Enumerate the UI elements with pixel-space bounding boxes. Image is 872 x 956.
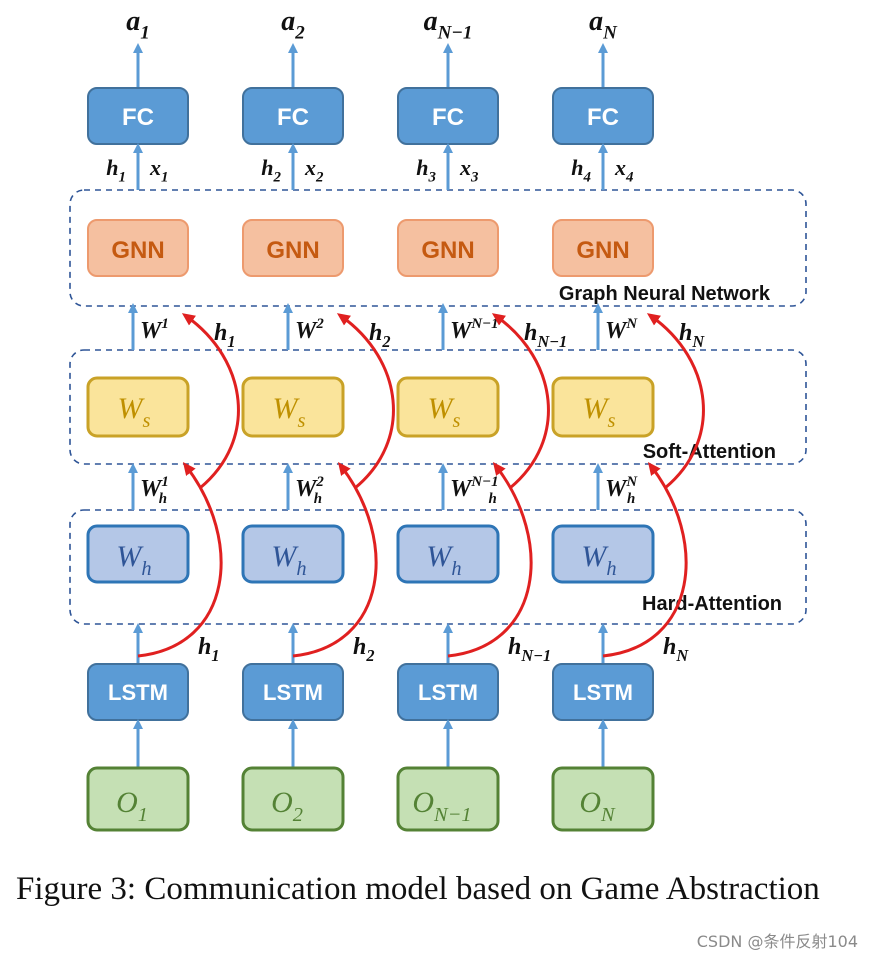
fc-x-input-label: x2	[304, 155, 324, 186]
wh-label: Wh	[271, 540, 306, 580]
communication-model-diagram: Graph Neural Network Soft-Attention Hard…	[69, 6, 807, 832]
observation-box	[396, 766, 500, 832]
soft-to-gnn-red-arrow	[646, 313, 705, 490]
gnn-w-input-label: WN	[605, 316, 638, 344]
wh-box	[86, 524, 190, 584]
fc-h-input-label: h2	[261, 155, 281, 186]
observation-label: O1	[116, 786, 148, 826]
lstm-label: LSTM	[573, 680, 633, 705]
soft-to-gnn-red-arrow	[181, 313, 240, 490]
ws-box	[396, 376, 500, 438]
fc-h-input-label: h4	[571, 155, 591, 186]
wh-box	[551, 524, 655, 584]
ws-label: Ws	[118, 392, 151, 432]
gnn-h-input-label: hN	[679, 320, 705, 351]
wh-label: Wh	[116, 540, 151, 580]
output-label: aN−1	[424, 6, 473, 43]
watermark: CSDN @条件反射104	[696, 932, 858, 951]
output-label: aN	[589, 6, 618, 43]
soft-to-gnn-red-arrow	[491, 313, 550, 490]
wh-label: Wh	[581, 540, 616, 580]
gnn-h-input-label: h2	[369, 320, 391, 351]
hard-to-soft-red-arrow	[602, 462, 688, 658]
fc-h-input-label: h1	[106, 155, 126, 186]
lstm-h-output-label: h1	[198, 634, 220, 665]
lstm-h-output-label: hN−1	[508, 634, 551, 665]
gnn-h-input-label: h1	[214, 320, 236, 351]
hard-to-soft-red-arrow	[137, 462, 223, 658]
gnn-label: GNN	[111, 237, 164, 264]
wh-label: Wh	[426, 540, 461, 580]
fc-x-input-label: x4	[614, 155, 634, 186]
observation-label: ON	[579, 786, 616, 826]
ws-box	[551, 376, 655, 438]
gnn-w-input-label: W2	[295, 316, 324, 344]
observation-box	[551, 766, 655, 832]
gnn-box	[552, 219, 654, 277]
observation-box	[86, 766, 190, 832]
observation-box	[241, 766, 345, 832]
output-label: a2	[281, 6, 305, 43]
lstm-label: LSTM	[418, 680, 478, 705]
gnn-group-label: Graph Neural Network	[559, 283, 771, 305]
lstm-h-output-label: h2	[353, 634, 375, 665]
fc-label: FC	[122, 104, 154, 131]
lstm-h-output-label: hN	[663, 634, 689, 665]
hard-to-soft-red-arrow	[292, 462, 378, 658]
gnn-label: GNN	[266, 237, 319, 264]
figure-caption: Figure 3: Communication model based on G…	[16, 871, 820, 907]
fc-label: FC	[587, 104, 619, 131]
gnn-label: GNN	[576, 237, 629, 264]
output-label: a1	[126, 6, 150, 43]
wh-box	[241, 524, 345, 584]
observation-label: ON−1	[412, 786, 471, 826]
ws-label: Ws	[583, 392, 616, 432]
ws-box	[241, 376, 345, 438]
fc-label: FC	[277, 104, 309, 131]
fc-h-input-label: h3	[416, 155, 436, 186]
gnn-w-input-label: W1	[140, 316, 169, 344]
fc-label: FC	[432, 104, 464, 131]
gnn-box	[242, 219, 344, 277]
wh-box	[396, 524, 500, 584]
hard-attention-group-box	[69, 509, 807, 625]
soft-attention-group-label: Soft-Attention	[643, 441, 776, 463]
gnn-h-input-label: hN−1	[524, 320, 567, 351]
gnn-label: GNN	[421, 237, 474, 264]
gnn-w-input-label: WN−1	[450, 316, 499, 344]
fc-x-input-label: x1	[149, 155, 168, 186]
soft-to-gnn-red-arrow	[336, 313, 395, 490]
observation-label: O2	[271, 786, 303, 826]
gnn-box	[397, 219, 499, 277]
lstm-label: LSTM	[263, 680, 323, 705]
gnn-box	[87, 219, 189, 277]
hard-to-soft-red-arrow	[447, 462, 533, 658]
lstm-label: LSTM	[108, 680, 168, 705]
hard-attention-group-label: Hard-Attention	[642, 593, 782, 615]
ws-label: Ws	[428, 392, 461, 432]
ws-label: Ws	[273, 392, 306, 432]
ws-box	[86, 376, 190, 438]
fc-x-input-label: x3	[459, 155, 479, 186]
